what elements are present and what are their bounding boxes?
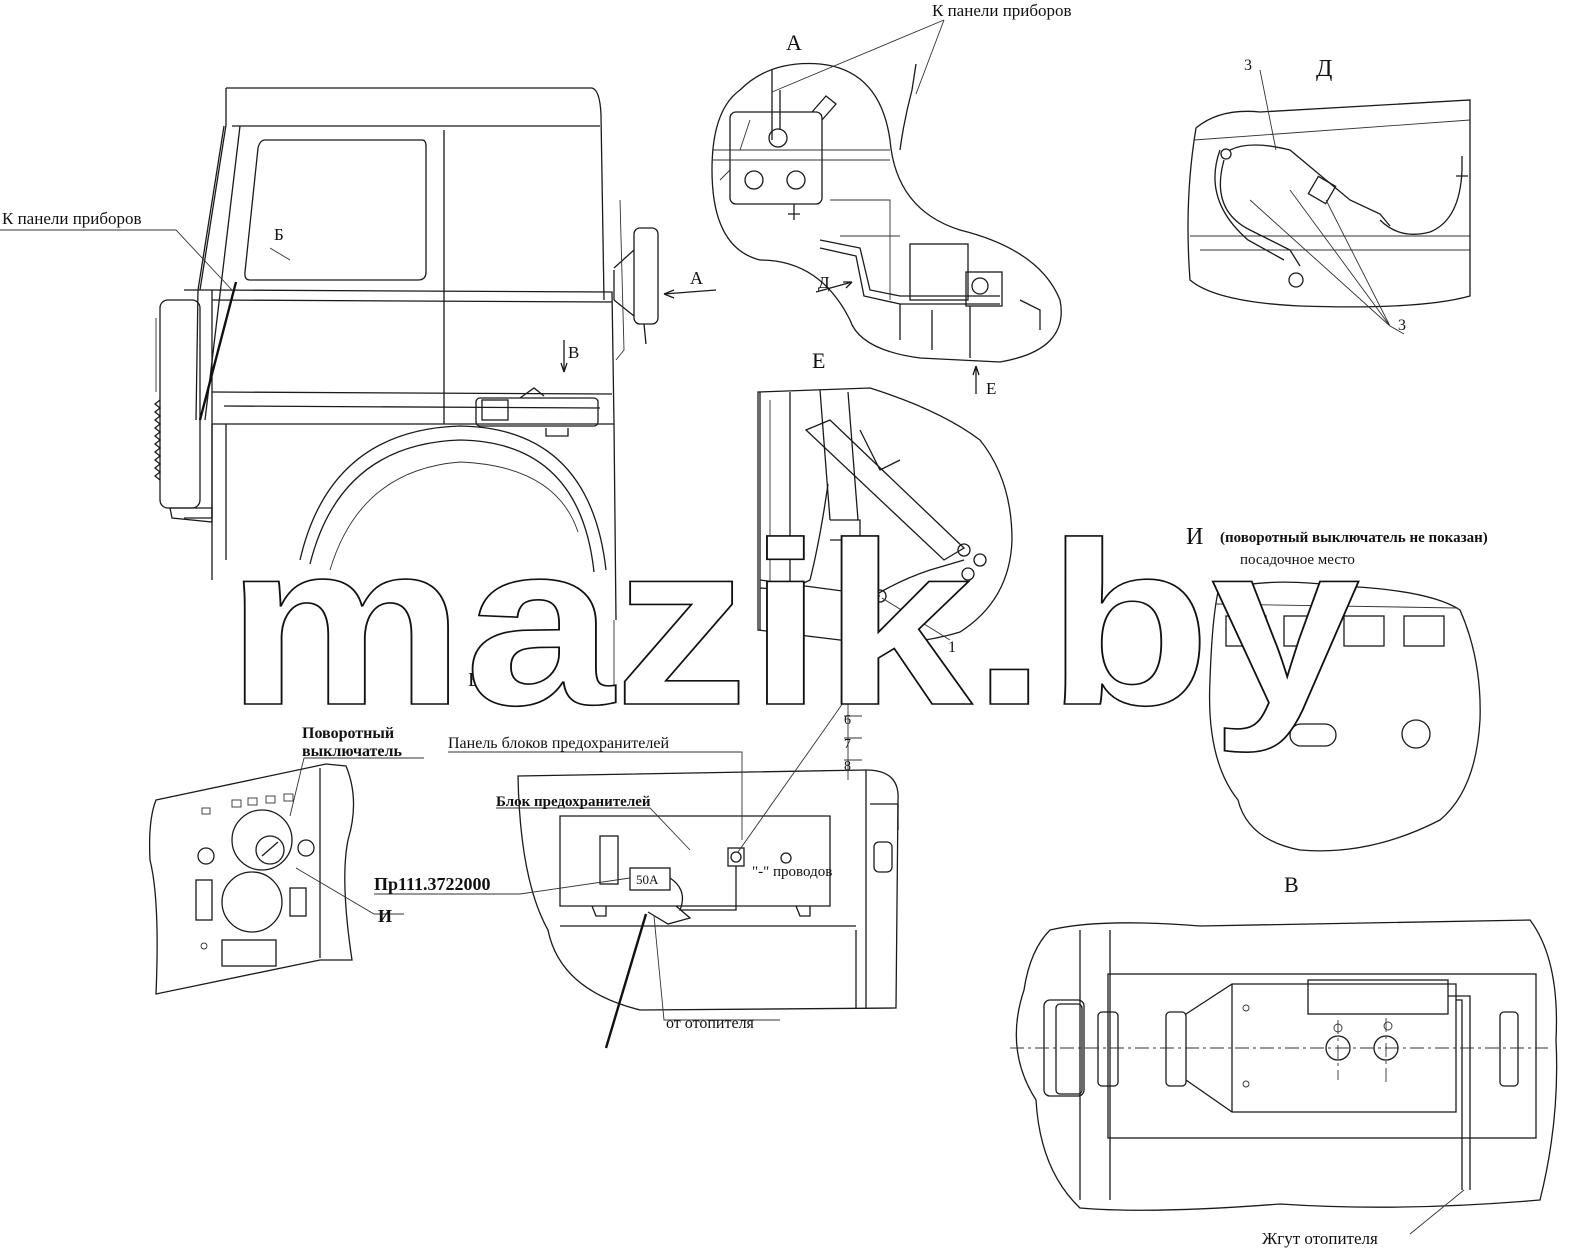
view-d-part-3-top: 3 [1244, 57, 1252, 74]
view-b [374, 695, 899, 1049]
view-b-title: Б [468, 669, 479, 691]
cab-arrow-v: В [568, 343, 579, 362]
view-a-title: А [786, 30, 802, 55]
cab-side-view [0, 87, 717, 700]
view-e [757, 387, 1013, 645]
view-a [711, 19, 1062, 394]
fuse-panel-label: Панель блоков предохранителей [448, 735, 669, 752]
number-7: 7 [844, 737, 851, 752]
view-e-part-1: 1 [948, 639, 956, 656]
heater-harness-label: Жгут отопителя [1262, 1229, 1378, 1248]
view-d-title: Д [1316, 56, 1332, 82]
view-d-part-3-bottom: 3 [1398, 317, 1406, 334]
fuse-block-label: Блок предохранителей [496, 794, 651, 810]
view-i-note: (поворотный выключатель не показан) [1220, 530, 1488, 546]
dashboard-panel [148, 757, 424, 995]
fuse-rating: 50А [636, 872, 659, 887]
view-e-title: Е [812, 348, 825, 373]
label-to-panel-left: К панели приборов [2, 209, 142, 228]
view-i-mounting-place: посадочное место [1240, 552, 1355, 568]
view-a-arrow-d: Д [818, 273, 830, 292]
watermark: mazik.by [226, 495, 1360, 754]
view-v-title: В [1284, 872, 1299, 897]
cab-arrow-b: Б [274, 225, 284, 244]
number-5: 5 [844, 691, 851, 706]
grille [153, 399, 162, 481]
view-i [1208, 581, 1481, 852]
rotary-switch-line1: Поворотный [302, 725, 394, 742]
view-i-title: И [1186, 524, 1203, 550]
minus-wires-label: "-" проводов [752, 864, 832, 880]
rotary-switch-line2: выключатель [302, 743, 402, 760]
callout-i: И [378, 906, 392, 926]
view-a-arrow-e: Е [986, 379, 996, 398]
number-8: 8 [844, 759, 851, 774]
view-v [1010, 919, 1558, 1235]
cab-arrow-a: А [690, 268, 703, 288]
fuse-part-number: Пр111.3722000 [374, 874, 491, 894]
from-heater-label: от отопителя [666, 1015, 755, 1032]
view-d [1187, 69, 1471, 335]
number-6: 6 [844, 713, 851, 728]
label-to-panel-top: К панели приборов [932, 1, 1072, 20]
